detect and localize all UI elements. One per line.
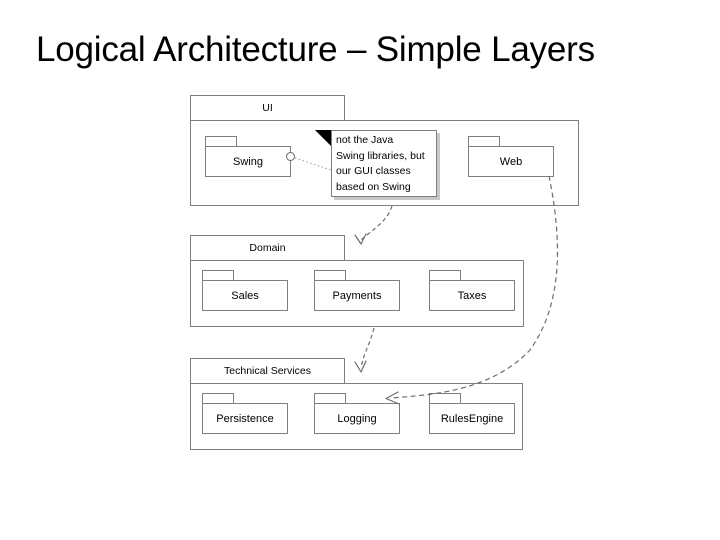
package-persistence-body: Persistence	[202, 403, 288, 434]
note-line-1: not the Java	[336, 134, 394, 146]
layer-ui-label: UI	[262, 102, 273, 114]
package-rulesengine-body: RulesEngine	[429, 403, 515, 434]
layer-technical-services[interactable]: Technical Services Persistence Logging R…	[190, 358, 523, 450]
package-swing-tab	[205, 136, 237, 147]
package-persistence-label: Persistence	[216, 412, 274, 425]
package-payments[interactable]: Payments	[314, 270, 400, 311]
layer-ui-tab: UI	[190, 95, 345, 120]
package-web-body: Web	[468, 146, 554, 177]
package-persistence[interactable]: Persistence	[202, 393, 288, 434]
package-payments-label: Payments	[332, 289, 382, 302]
package-payments-tab	[314, 270, 346, 281]
package-web-label: Web	[499, 155, 523, 168]
package-logging-tab	[314, 393, 346, 404]
note-text: not the Java Swing libraries, but our GU…	[336, 133, 434, 195]
package-sales-label: Sales	[231, 289, 259, 302]
note-box	[331, 130, 437, 197]
package-web-tab	[468, 136, 500, 147]
layer-domain-tab: Domain	[190, 235, 345, 260]
note-fold-corner-icon	[315, 130, 331, 146]
layer-technical-services-tab: Technical Services	[190, 358, 345, 383]
note-line-3: our GUI classes	[336, 165, 411, 177]
package-rulesengine[interactable]: RulesEngine	[429, 393, 515, 434]
package-web[interactable]: Web	[468, 136, 554, 177]
package-logging-label: Logging	[337, 412, 377, 425]
package-rulesengine-label: RulesEngine	[440, 412, 504, 425]
package-swing-label: Swing	[233, 155, 263, 168]
package-swing-body: Swing	[205, 146, 291, 177]
package-sales[interactable]: Sales	[202, 270, 288, 311]
package-logging[interactable]: Logging	[314, 393, 400, 434]
package-payments-body: Payments	[314, 280, 400, 311]
layer-domain[interactable]: Domain Sales Payments Taxes	[190, 235, 524, 327]
package-sales-body: Sales	[202, 280, 288, 311]
package-taxes[interactable]: Taxes	[429, 270, 515, 311]
package-taxes-label: Taxes	[457, 289, 487, 302]
package-logging-body: Logging	[314, 403, 400, 434]
package-taxes-body: Taxes	[429, 280, 515, 311]
layer-technical-services-label: Technical Services	[224, 365, 311, 377]
note-line-2: Swing libraries, but	[336, 149, 425, 162]
note-line-4: based on Swing	[336, 180, 411, 193]
package-swing[interactable]: Swing	[205, 136, 291, 177]
package-persistence-tab	[202, 393, 234, 404]
page-title: Logical Architecture – Simple Layers	[36, 30, 595, 69]
layer-domain-label: Domain	[249, 242, 286, 254]
package-sales-tab	[202, 270, 234, 281]
